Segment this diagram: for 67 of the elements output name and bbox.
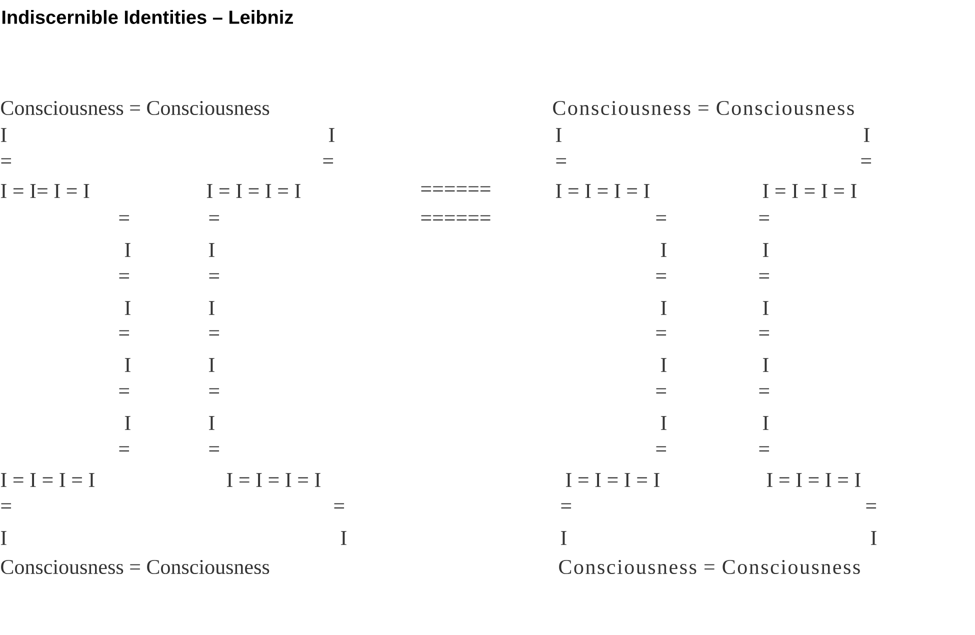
identity-text: I bbox=[762, 301, 768, 315]
title: Indiscernible Identities – Leibniz bbox=[2, 10, 293, 24]
identity-text: I bbox=[208, 301, 214, 315]
identity-text: = bbox=[209, 446, 220, 452]
identity-text: I = I = I = I bbox=[226, 473, 320, 487]
identity-text: = bbox=[759, 273, 770, 278]
identity-text: I bbox=[124, 301, 130, 315]
identity-text: Consciousness = Consciousness bbox=[553, 100, 854, 116]
identity-text: = bbox=[656, 330, 666, 336]
identity-text: I bbox=[560, 531, 566, 545]
identity-text: = bbox=[119, 388, 130, 394]
identity-text: I bbox=[0, 128, 6, 142]
identity-text: I bbox=[208, 358, 214, 372]
identity-text: = bbox=[561, 503, 572, 508]
identity-text: I bbox=[762, 358, 768, 372]
identity-text: I = I = I = I bbox=[206, 184, 300, 198]
identity-text: I = I = I = I bbox=[556, 184, 650, 198]
identity-text: I bbox=[762, 243, 768, 257]
identity-text: Consciousness = Consciousness bbox=[1, 560, 270, 574]
identity-text: I = I = I = I bbox=[766, 473, 860, 487]
identity-text: I bbox=[660, 358, 666, 372]
identity-text: I bbox=[124, 243, 130, 257]
identity-text: I bbox=[340, 531, 346, 545]
identity-text: = bbox=[209, 273, 220, 278]
identity-text: I bbox=[660, 416, 666, 430]
identity-text: = bbox=[334, 503, 344, 508]
identity-text: = bbox=[656, 273, 666, 278]
identity-text: I bbox=[208, 416, 214, 430]
identity-text: I = I= I = I bbox=[0, 184, 90, 198]
identity-text: = bbox=[866, 503, 876, 508]
identity-text: I bbox=[124, 416, 130, 430]
identity-text: ====== bbox=[421, 215, 490, 220]
identity-text: = bbox=[759, 215, 770, 220]
identity-text: I = I = I = I bbox=[0, 473, 94, 487]
identity-text: I bbox=[124, 358, 130, 372]
identity-text: = bbox=[656, 215, 666, 220]
identity-text: I = I = I = I bbox=[566, 473, 660, 487]
identity-text: = bbox=[119, 273, 130, 278]
identity-text: I bbox=[762, 416, 768, 430]
identity-text: I bbox=[0, 531, 6, 545]
identity-text: I bbox=[870, 531, 876, 545]
identity-text: = bbox=[323, 158, 334, 164]
identity-text: I bbox=[660, 301, 666, 315]
identity-text: Consciousness = Consciousness bbox=[1, 100, 270, 116]
identity-text: = bbox=[556, 158, 566, 164]
identity-text: ====== bbox=[421, 186, 490, 192]
identity-text: = bbox=[119, 446, 130, 452]
identity-text: I bbox=[864, 128, 870, 142]
identity-text: = bbox=[209, 330, 220, 336]
identity-text: = bbox=[861, 158, 872, 164]
identity-text: = bbox=[119, 330, 130, 336]
identity-text: Consciousness = Consciousness bbox=[559, 560, 860, 574]
identity-text: = bbox=[759, 388, 770, 394]
identity-text: = bbox=[1, 158, 12, 164]
identity-text: = bbox=[209, 215, 220, 220]
identity-text: I = I = I = I bbox=[762, 184, 856, 198]
identity-text: I bbox=[208, 243, 214, 257]
identity-text: = bbox=[656, 446, 666, 452]
identity-text: = bbox=[119, 215, 130, 220]
identity-text: = bbox=[209, 388, 220, 394]
identity-text: = bbox=[1, 503, 12, 508]
identity-text: = bbox=[759, 330, 770, 336]
identity-text: I bbox=[328, 128, 334, 142]
identity-text: = bbox=[759, 446, 770, 452]
identity-text: I bbox=[556, 128, 562, 142]
identity-text: I bbox=[660, 243, 666, 257]
identity-text: = bbox=[656, 388, 666, 394]
